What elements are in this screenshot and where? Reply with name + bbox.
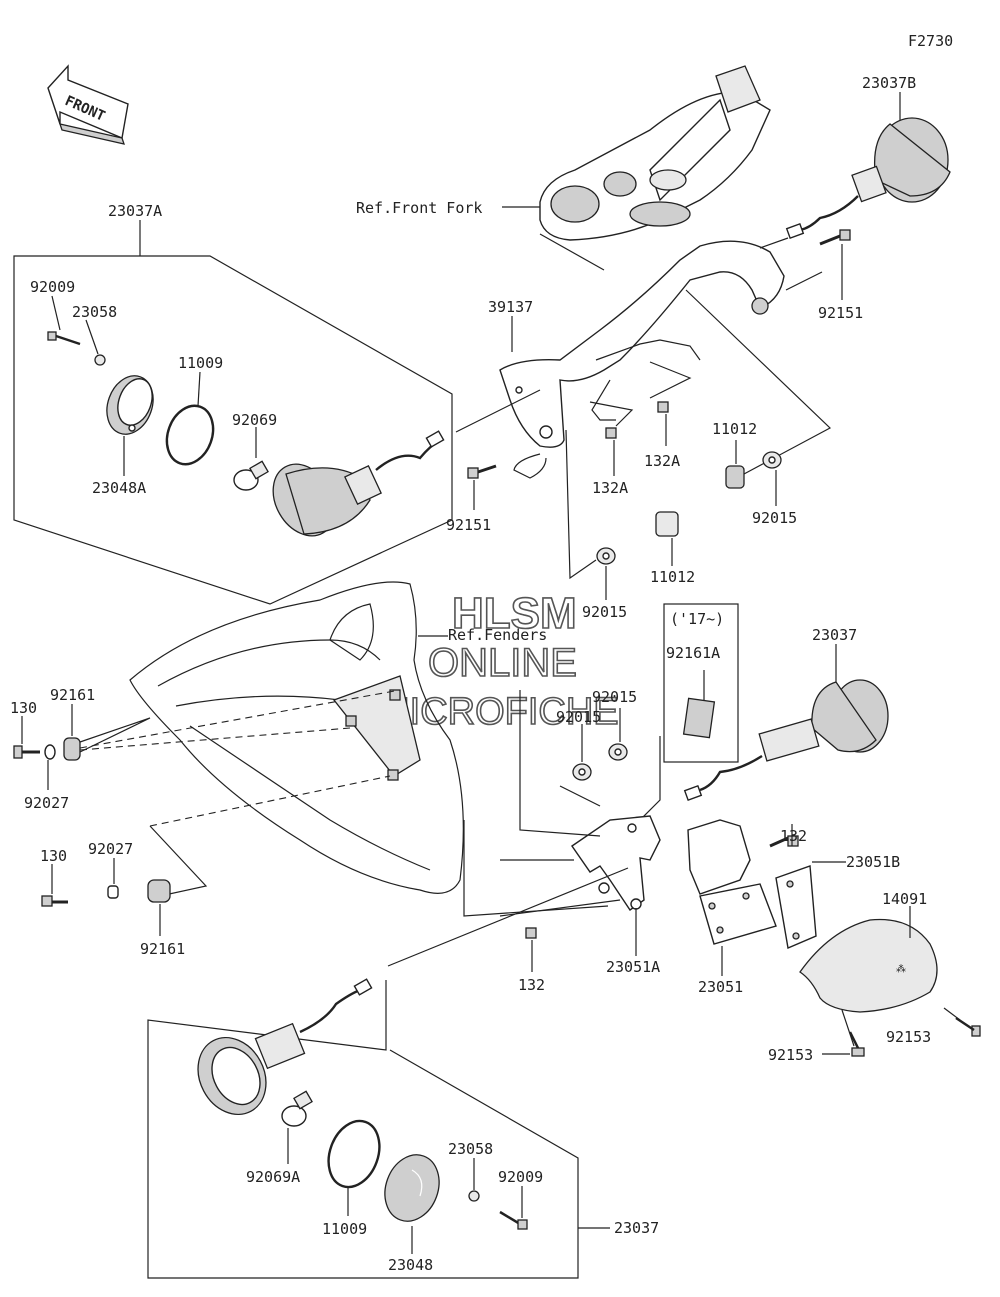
- label-130-2: 130: [40, 847, 67, 865]
- cover-14091: ⁂: [799, 918, 938, 1013]
- lens-cover-23048A: [106, 375, 154, 435]
- label-23058-top: 23058: [72, 303, 117, 321]
- collar-92027-1: [44, 744, 56, 760]
- bolt-132-1: [769, 835, 799, 848]
- screw-92153-2: [848, 1031, 865, 1057]
- year-note-box: ('17~) 92161A: [663, 603, 739, 763]
- o-ring-11009-bottom: [327, 1119, 381, 1189]
- label-39137: 39137: [488, 298, 533, 316]
- grommet-92161-2: [147, 879, 171, 903]
- front-fork-reference: [539, 65, 771, 241]
- label-23037-bottom: 23037: [614, 1219, 659, 1237]
- screw-92009-top: [47, 331, 81, 346]
- ref-front-fork: Ref.Front Fork: [356, 199, 482, 217]
- label-11012-2: 11012: [650, 568, 695, 586]
- label-23037A: 23037A: [108, 202, 162, 220]
- watermark-line1: HLSM: [452, 589, 577, 638]
- label-130-1: 130: [10, 699, 37, 717]
- bolt-130-1: [13, 745, 40, 759]
- lens-cover-23048: [384, 1154, 440, 1222]
- nut-23058-top: [94, 354, 106, 366]
- label-14091: 14091: [882, 890, 927, 908]
- front-fender-reference: [129, 581, 464, 894]
- nut-92015-1: [762, 451, 782, 469]
- bracket-23051: [687, 819, 777, 945]
- nut-23058-bottom: [468, 1190, 480, 1202]
- label-11009-bottom: 11009: [322, 1220, 367, 1238]
- label-23037B: 23037B: [862, 74, 916, 92]
- collar-11012-1: [725, 465, 745, 489]
- ref-fenders: Ref.Fenders: [448, 626, 547, 644]
- label-92153-2: 92153: [768, 1046, 813, 1064]
- label-92015-1: 92015: [752, 509, 797, 527]
- nut-92015-4: [572, 763, 592, 781]
- svg-text:⁂: ⁂: [896, 964, 906, 975]
- label-92151-right: 92151: [818, 304, 863, 322]
- turn-signal-lamp-front-left: [272, 430, 445, 537]
- label-132A-1: 132A: [592, 479, 628, 497]
- bolt-92151-left: [467, 464, 497, 479]
- label-92069: 92069: [232, 411, 277, 429]
- label-11009-top: 11009: [178, 354, 223, 372]
- label-132-2: 132: [518, 976, 545, 994]
- pad-92161A: [682, 697, 716, 739]
- screw-92153-1: [955, 1016, 981, 1037]
- label-23048: 23048: [388, 1256, 433, 1274]
- bolt-92151-right: [819, 229, 851, 246]
- label-92161-1: 92161: [50, 686, 95, 704]
- front-direction-arrow: FRONT: [47, 64, 129, 145]
- group-23037A: 23037A 92009 23058 23048A 11009 9206: [13, 202, 453, 605]
- nut-92015-3: [608, 743, 628, 761]
- label-92161A: 92161A: [666, 644, 720, 662]
- label-92015-2: 92015: [582, 603, 627, 621]
- bolt-132A-1: [605, 427, 617, 439]
- watermark-line3: MICROFICHE: [378, 691, 619, 733]
- bolt-132A-2: [657, 401, 669, 413]
- label-23051A: 23051A: [606, 958, 660, 976]
- bulb-92069: [233, 460, 269, 491]
- bracket-23051A: [571, 815, 661, 911]
- label-92009-bottom: 92009: [498, 1168, 543, 1186]
- label-92151-left: 92151: [446, 516, 491, 534]
- label-92069A: 92069A: [246, 1168, 300, 1186]
- label-132-1: 132: [780, 827, 807, 845]
- label-23058-bottom: 23058: [448, 1140, 493, 1158]
- turn-signal-lamp-rear-right: [683, 679, 889, 801]
- watermark-line2: ONLINE: [428, 641, 577, 685]
- watermark: HLSM ONLINE MICROFICHE: [377, 588, 619, 734]
- grommet-92161-1: [63, 737, 81, 761]
- label-92015-3: 92015: [592, 688, 637, 706]
- year-note: ('17~): [670, 610, 724, 628]
- turn-signal-lamp-front-right: [785, 117, 951, 239]
- screw-92009-bottom: [499, 1210, 528, 1230]
- turn-signal-lamp-rear-left: [197, 978, 373, 1116]
- label-92015-4: 92015: [556, 708, 601, 726]
- label-92161-2: 92161: [140, 940, 185, 958]
- label-132A-2: 132A: [644, 452, 680, 470]
- bolt-132-2: [525, 927, 537, 939]
- label-23037-right: 23037: [812, 626, 857, 644]
- plate-23051B: [775, 865, 817, 949]
- collar-92027-2: [107, 885, 119, 899]
- label-11012-1: 11012: [712, 420, 757, 438]
- label-92027-2: 92027: [88, 840, 133, 858]
- group-23037-bottom: 23037 92069A 11009 23048 23058: [147, 978, 659, 1279]
- label-92009-top: 92009: [30, 278, 75, 296]
- figure-code: F2730: [908, 32, 953, 50]
- label-92153-1: 92153: [886, 1028, 931, 1046]
- nut-92015-2: [596, 547, 616, 565]
- bulb-92069A: [281, 1090, 313, 1127]
- label-92027-1: 92027: [24, 794, 69, 812]
- collar-11012-2: [655, 511, 679, 537]
- label-23048A: 23048A: [92, 479, 146, 497]
- o-ring-11009-top: [165, 404, 215, 466]
- bracket-39137: [499, 240, 785, 479]
- bolt-130-2: [41, 895, 68, 907]
- label-23051: 23051: [698, 978, 743, 996]
- label-23051B: 23051B: [846, 853, 900, 871]
